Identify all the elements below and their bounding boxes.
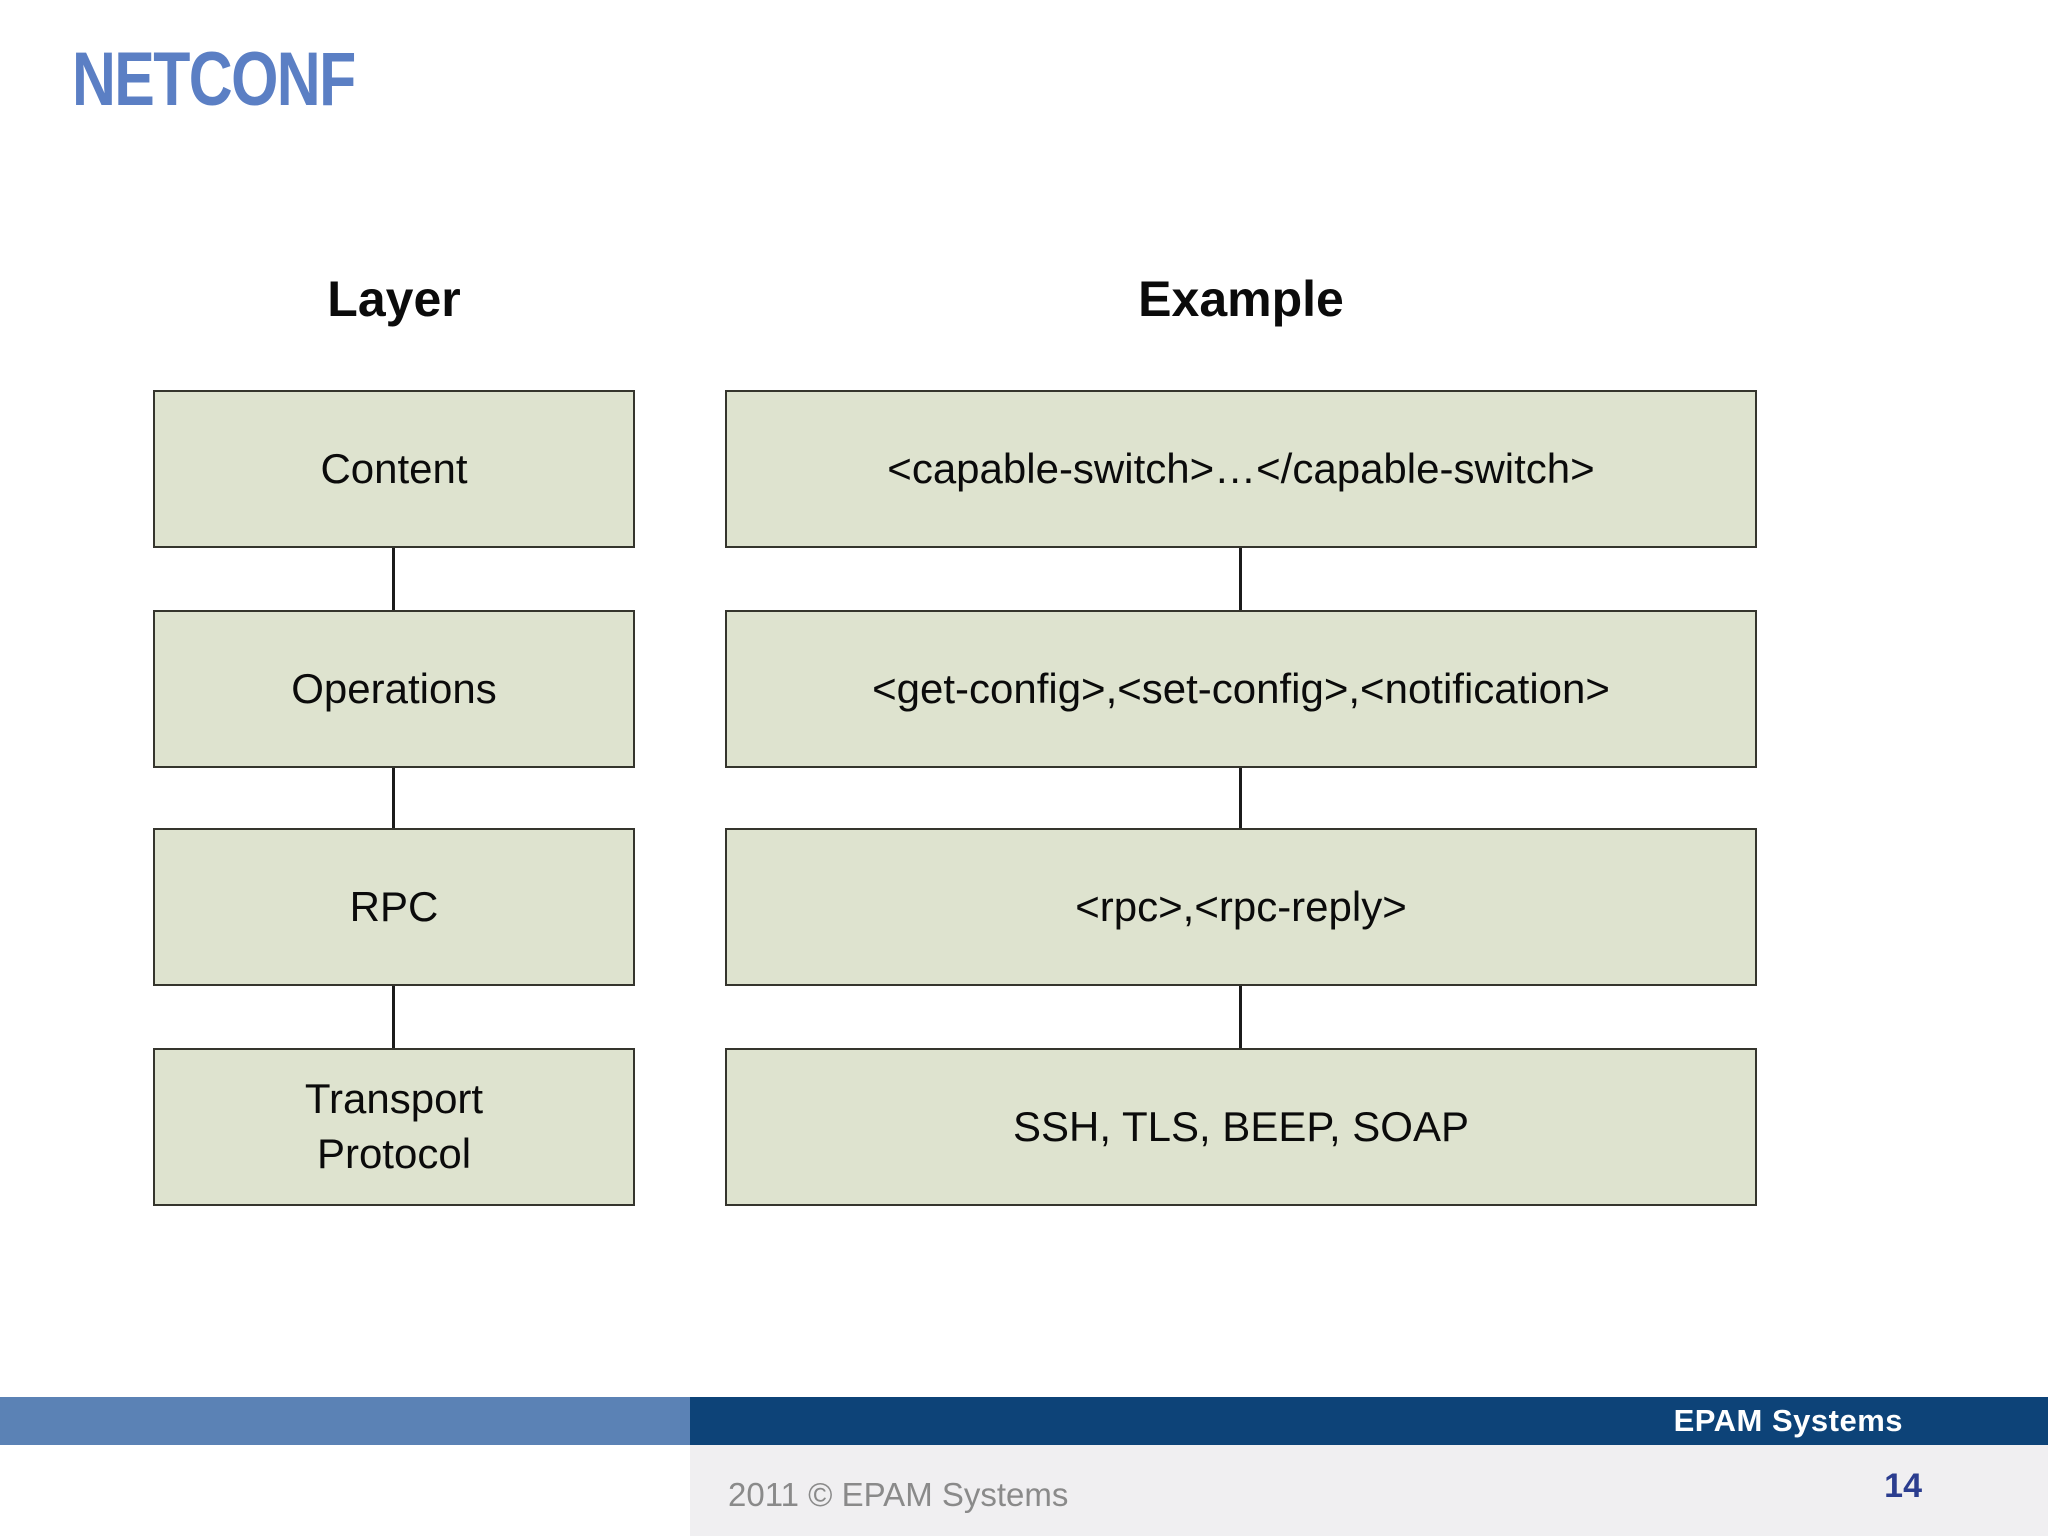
layer-box-label: Content [320,444,468,492]
connector-line [1239,546,1242,612]
brand-label: EPAM Systems [1673,1403,1903,1438]
layer-box-label: RPC [349,882,439,930]
example-box-label: SSH, TLS, BEEP, SOAP [1013,1102,1469,1150]
page-number: 14 [1884,1467,1922,1505]
column-header-layer: Layer [327,271,461,327]
example-box-label: <capable-switch>…</capable-switch> [887,444,1595,492]
footer-strip: 2011 © EPAM Systems 14 [690,1445,2048,1536]
layer-box-content: Content [153,390,635,548]
slide-title: NETCONF [72,37,356,122]
example-box-rpc: <rpc>,<rpc-reply> [725,828,1757,986]
example-box-content: <capable-switch>…</capable-switch> [725,390,1757,548]
copyright-text: 2011 © EPAM Systems [728,1476,1069,1513]
example-box-label: <rpc>,<rpc-reply> [1075,882,1407,930]
layer-box-label: Operations [291,664,497,712]
example-box-operations: <get-config>,<set-config>,<notification> [725,610,1757,768]
connector-line [1239,766,1242,830]
layer-box-rpc: RPC [153,828,635,986]
footer-accent-bar [0,1397,690,1445]
column-header-example: Example [1138,271,1344,327]
footer-brand-bar: EPAM Systems [690,1397,2048,1445]
layer-box-transport-protocol: Transport Protocol [153,1048,635,1206]
connector-line [392,546,395,612]
example-box-label: <get-config>,<set-config>,<notification> [872,664,1610,712]
layer-box-label: Transport Protocol [304,1075,484,1177]
connector-line [392,766,395,830]
layer-box-operations: Operations [153,610,635,768]
connector-line [392,984,395,1050]
connector-line [1239,984,1242,1050]
example-box-transport-protocol: SSH, TLS, BEEP, SOAP [725,1048,1757,1206]
